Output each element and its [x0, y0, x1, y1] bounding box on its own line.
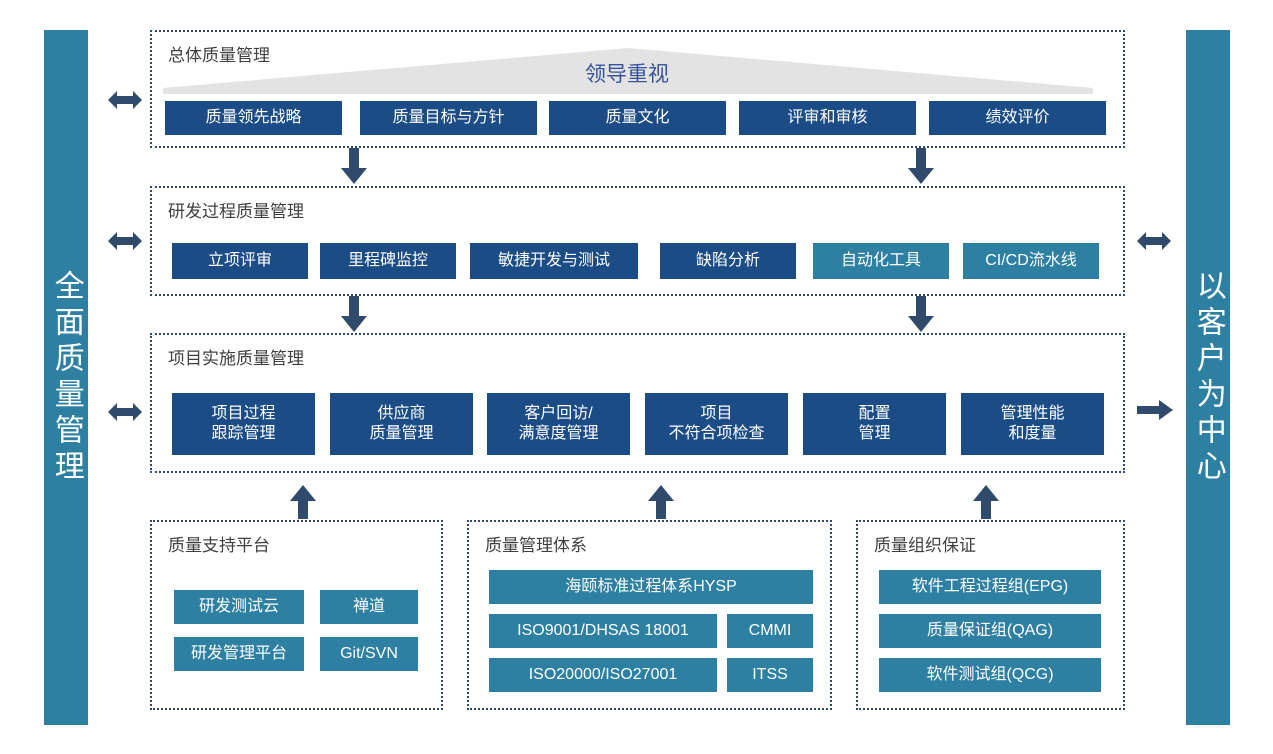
- section-title-support-platform: 质量支持平台: [168, 536, 270, 555]
- box-milestone-monitoring[interactable]: 里程碑监控: [320, 243, 456, 279]
- box-quality-culture[interactable]: 质量文化: [549, 101, 726, 135]
- box-customer-visit-satisfaction[interactable]: 客户回访/ 满意度管理: [487, 393, 630, 455]
- section-title-quality-system: 质量管理体系: [485, 536, 587, 555]
- box-epg-group[interactable]: 软件工程过程组(EPG): [879, 570, 1101, 604]
- sidebar-right-customer-centric: 以客户为中心: [1186, 30, 1230, 725]
- box-automation-tools[interactable]: 自动化工具: [813, 243, 949, 279]
- box-quality-leading-strategy[interactable]: 质量领先战略: [165, 101, 342, 135]
- arrow-up-3: [973, 485, 999, 519]
- arrow-left-row2: [108, 229, 142, 253]
- box-performance-evaluation[interactable]: 绩效评价: [929, 101, 1106, 135]
- arrow-left-row1: [108, 88, 142, 112]
- box-iso20000-iso27001[interactable]: ISO20000/ISO27001: [489, 658, 717, 692]
- box-project-initiation-review[interactable]: 立项评审: [172, 243, 308, 279]
- box-project-nonconformity-check[interactable]: 项目 不符合项检查: [645, 393, 788, 455]
- arrow-right-row3: [1137, 398, 1173, 422]
- arrow-down-2-right: [908, 296, 934, 332]
- arrow-right-row2: [1137, 229, 1171, 253]
- box-defect-analysis[interactable]: 缺陷分析: [660, 243, 796, 279]
- section-title-rd-process: 研发过程质量管理: [168, 202, 304, 221]
- arrow-up-1: [290, 485, 316, 519]
- box-itss[interactable]: ITSS: [727, 658, 813, 692]
- sidebar-left-total-quality-management: 全面质量管理: [44, 30, 88, 725]
- arrow-down-2-left: [341, 296, 367, 332]
- section-rd-process-quality-management: 研发过程质量管理: [150, 186, 1125, 296]
- arrow-up-2: [648, 485, 674, 519]
- box-git-svn[interactable]: Git/SVN: [320, 637, 418, 671]
- box-management-performance-metrics[interactable]: 管理性能 和度量: [961, 393, 1104, 455]
- section-title-org-assurance: 质量组织保证: [874, 536, 976, 555]
- box-cicd-pipeline[interactable]: CI/CD流水线: [963, 243, 1099, 279]
- box-qag-group[interactable]: 质量保证组(QAG): [879, 614, 1101, 648]
- arrow-left-row3: [108, 400, 142, 424]
- section-title-overall: 总体质量管理: [168, 46, 270, 65]
- section-title-project-impl: 项目实施质量管理: [168, 349, 304, 368]
- arrow-down-1-left: [341, 148, 367, 184]
- box-rd-management-platform[interactable]: 研发管理平台: [174, 637, 304, 671]
- sidebar-right-label: 以客户为中心: [1191, 269, 1225, 486]
- box-agile-dev-and-test[interactable]: 敏捷开发与测试: [470, 243, 638, 279]
- box-rd-test-cloud[interactable]: 研发测试云: [174, 590, 304, 624]
- box-iso9001-dhsas18001[interactable]: ISO9001/DHSAS 18001: [489, 614, 717, 648]
- leadership-emphasis-triangle: [163, 48, 1093, 94]
- box-project-process-tracking[interactable]: 项目过程 跟踪管理: [172, 393, 315, 455]
- box-supplier-quality-management[interactable]: 供应商 质量管理: [330, 393, 473, 455]
- box-zentao[interactable]: 禅道: [320, 590, 418, 624]
- sidebar-left-label: 全面质量管理: [49, 269, 83, 486]
- arrow-down-1-right: [908, 148, 934, 184]
- box-quality-goals-policy[interactable]: 质量目标与方针: [360, 101, 537, 135]
- box-cmmi[interactable]: CMMI: [727, 614, 813, 648]
- box-review-and-audit[interactable]: 评审和审核: [739, 101, 916, 135]
- box-qcg-group[interactable]: 软件测试组(QCG): [879, 658, 1101, 692]
- box-hysp-standard-process[interactable]: 海颐标准过程体系HYSP: [489, 570, 813, 604]
- box-configuration-management[interactable]: 配置 管理: [803, 393, 946, 455]
- leadership-emphasis-label: 领导重视: [585, 63, 669, 86]
